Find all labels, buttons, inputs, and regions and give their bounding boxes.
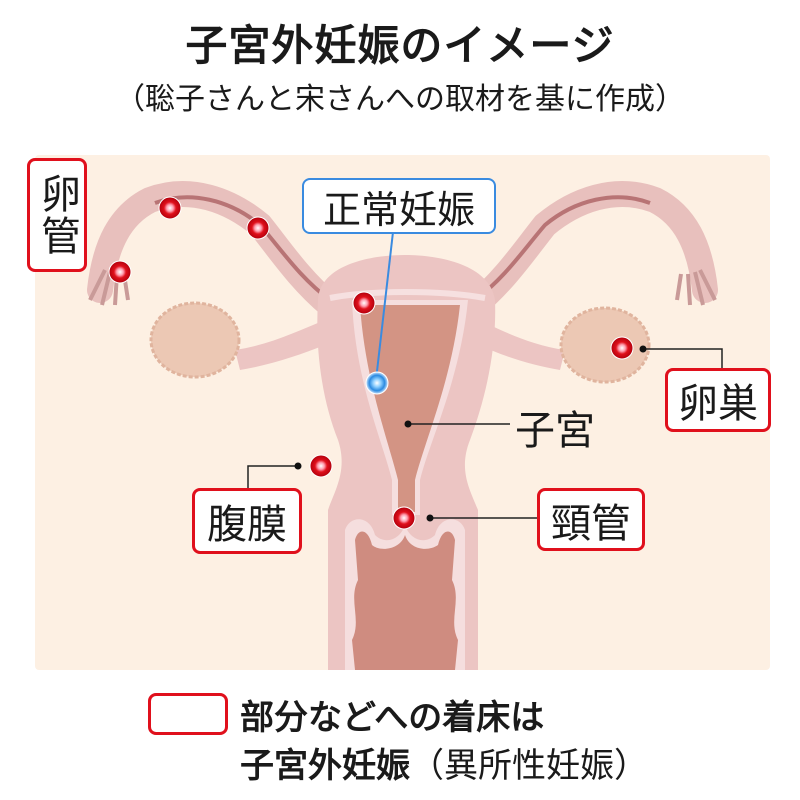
ovarian-ligament-left	[235, 320, 325, 370]
ectopic-marker-fimbria	[108, 260, 132, 284]
label-peritoneum: 腹膜	[192, 488, 302, 554]
uterus-leader-dot	[404, 420, 412, 428]
normal-pregnancy-pointer	[375, 231, 394, 381]
page-subtitle: （聡子さんと宋さんへの取材を基に作成）	[115, 82, 685, 117]
page-title: 子宮外妊娠のイメージ	[185, 21, 615, 70]
normal-implantation-marker	[365, 371, 389, 395]
label-cervix: 頸管	[537, 488, 645, 551]
cervix-leader-dot	[426, 514, 434, 522]
legend-line-2: 子宮外妊娠（異所性妊娠）	[240, 738, 648, 787]
ectopic-marker-peritoneum	[309, 454, 333, 478]
ovary-leader-line	[643, 348, 723, 368]
ovary-left	[149, 301, 241, 379]
label-ovary: 卵巣	[665, 368, 771, 432]
vaginal-canal	[352, 531, 458, 670]
fallopian-tube-left	[87, 181, 343, 318]
legend-line-1: 部分などへの着床は	[240, 698, 545, 738]
label-fallopian-tube: 卵管	[27, 158, 87, 272]
label-normal-pregnancy: 正常妊娠	[302, 178, 496, 234]
ectopic-marker-cervix	[392, 506, 416, 530]
legend-ectopic-term: 子宮外妊娠	[240, 746, 410, 786]
peritoneum-leader-dot	[294, 462, 302, 470]
fallopian-tube-right	[462, 181, 718, 318]
uterine-cavity	[360, 305, 460, 512]
peritoneum-leader-line	[247, 465, 298, 488]
ectopic-marker-ovary	[610, 336, 634, 360]
ovary-right	[559, 306, 651, 384]
ovarian-ligament-right	[480, 320, 565, 370]
legend-ectopic-alias: （異所性妊娠）	[410, 746, 648, 786]
ectopic-marker-interstitial	[352, 291, 376, 315]
label-uterus: 子宮	[515, 408, 595, 454]
ovary-leader-dot	[639, 345, 647, 353]
legend-swatch	[148, 693, 228, 735]
ectopic-marker-tube-1	[158, 196, 182, 220]
ectopic-marker-tube-2	[246, 216, 270, 240]
